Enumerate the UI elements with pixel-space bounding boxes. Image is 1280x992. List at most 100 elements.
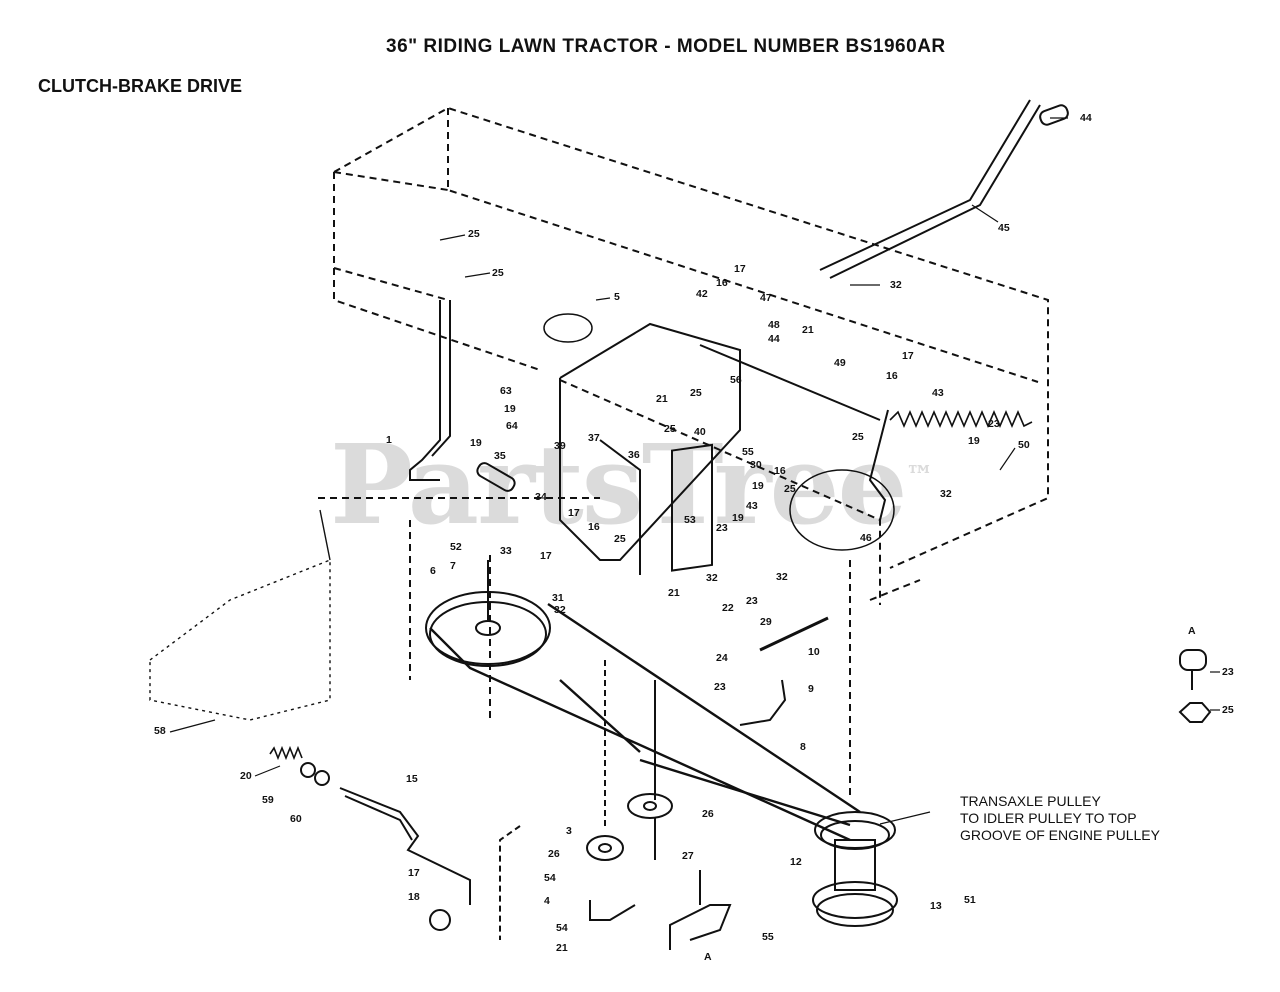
callout-21-a: 21 bbox=[802, 324, 814, 336]
diagram-title: 36" RIDING LAWN TRACTOR - MODEL NUMBER B… bbox=[386, 36, 946, 57]
callout-36: 36 bbox=[628, 449, 640, 461]
callout-47: 47 bbox=[760, 292, 772, 304]
callout-40: 40 bbox=[694, 426, 706, 438]
callout-44-b: 44 bbox=[768, 333, 780, 345]
callout-6: 6 bbox=[430, 565, 436, 577]
callout-44: 44 bbox=[1080, 112, 1092, 124]
partstree-watermark: PartsTree™ bbox=[330, 420, 934, 549]
callout-50: 50 bbox=[1018, 439, 1030, 451]
callout-25-e: 25 bbox=[664, 423, 676, 435]
callout-30: 30 bbox=[750, 459, 762, 471]
transaxle-pulley bbox=[812, 811, 898, 927]
callout-54-b: 54 bbox=[556, 922, 568, 934]
callout-35: 35 bbox=[494, 450, 506, 462]
callout-29: 29 bbox=[760, 616, 772, 628]
callout-24: 24 bbox=[716, 652, 728, 664]
callout-60: 60 bbox=[290, 813, 302, 825]
callout-22: 22 bbox=[722, 602, 734, 614]
callout-53: 53 bbox=[684, 514, 696, 526]
note-line-1: TRANSAXLE PULLEY bbox=[960, 793, 1101, 809]
callout-21-c: 21 bbox=[668, 587, 680, 599]
callout-17-e: 17 bbox=[408, 867, 420, 879]
callout-26-a: 26 bbox=[548, 848, 560, 860]
callout-32-b: 32 bbox=[940, 488, 952, 500]
callout-13: 13 bbox=[930, 900, 942, 912]
callout-19-c: 19 bbox=[470, 437, 482, 449]
callout-21-b: 21 bbox=[656, 393, 668, 405]
callout-5: 5 bbox=[614, 291, 620, 303]
callout-16-d: 16 bbox=[588, 521, 600, 533]
callout-23-b: 23 bbox=[716, 522, 728, 534]
callout-63: 63 bbox=[500, 385, 512, 397]
callout-19-b: 19 bbox=[504, 403, 516, 415]
callout-17-d: 17 bbox=[540, 550, 552, 562]
diagram-subtitle: CLUTCH-BRAKE DRIVE bbox=[38, 76, 242, 96]
callout-17-c: 17 bbox=[568, 507, 580, 519]
callout-34: 34 bbox=[535, 491, 547, 503]
callout-23-a: 23 bbox=[988, 418, 1000, 430]
callout-18: 18 bbox=[408, 891, 420, 903]
callout-20: 20 bbox=[240, 770, 252, 782]
callout-25-b: 25 bbox=[492, 267, 504, 279]
callout-9: 9 bbox=[808, 683, 814, 695]
callout-54-a: 54 bbox=[544, 872, 556, 884]
callout-51: 51 bbox=[964, 894, 976, 906]
callout-45: 45 bbox=[998, 222, 1010, 234]
callout-16-b: 16 bbox=[886, 370, 898, 382]
callout-25-f: 25 bbox=[690, 387, 702, 399]
callout-32-d: 32 bbox=[554, 604, 566, 616]
callout-16-a: 16 bbox=[716, 277, 728, 289]
callout-48: 48 bbox=[768, 319, 780, 331]
callout-23-e: 23 bbox=[1222, 666, 1234, 678]
callout-8: 8 bbox=[800, 741, 806, 753]
callout-32-c: 32 bbox=[706, 572, 718, 584]
callout-25-d: 25 bbox=[784, 483, 796, 495]
callout-42: 42 bbox=[696, 288, 708, 300]
callout-32-e: 32 bbox=[776, 571, 788, 583]
callout-59: 59 bbox=[262, 794, 274, 806]
callout-10: 10 bbox=[808, 646, 820, 658]
callout-12: 12 bbox=[790, 856, 802, 868]
note-line-2: TO IDLER PULLEY TO TOP bbox=[960, 810, 1137, 826]
callout-56: 56 bbox=[730, 374, 742, 386]
callout-4: 4 bbox=[544, 895, 550, 907]
callout-49: 49 bbox=[834, 357, 846, 369]
callout-A-top: A bbox=[1188, 625, 1196, 637]
callout-25-a: 25 bbox=[468, 228, 480, 240]
engine-sketch bbox=[149, 509, 331, 721]
callout-64: 64 bbox=[506, 420, 518, 432]
callout-15: 15 bbox=[406, 773, 418, 785]
callout-17-a: 17 bbox=[734, 263, 746, 275]
callout-23-c: 23 bbox=[746, 595, 758, 607]
callout-25-c: 25 bbox=[852, 431, 864, 443]
note-line-3: GROOVE OF ENGINE PULLEY bbox=[960, 827, 1160, 843]
callout-7: 7 bbox=[450, 560, 456, 572]
callout-A-bottom: A bbox=[704, 951, 712, 963]
callout-43-a: 43 bbox=[932, 387, 944, 399]
callout-21-d: 21 bbox=[556, 942, 568, 954]
callout-33: 33 bbox=[500, 545, 512, 557]
callout-39: 39 bbox=[554, 440, 566, 452]
callout-25-g: 25 bbox=[614, 533, 626, 545]
callout-58: 58 bbox=[154, 725, 166, 737]
callout-31: 31 bbox=[552, 592, 564, 604]
callout-43-b: 43 bbox=[746, 500, 758, 512]
callout-55-a: 55 bbox=[742, 446, 754, 458]
callout-3: 3 bbox=[566, 825, 572, 837]
bracket-plate bbox=[559, 322, 741, 575]
drive-belt bbox=[429, 603, 861, 842]
callout-16-c: 16 bbox=[774, 465, 786, 477]
engine-pulley bbox=[425, 560, 551, 667]
callout-17-b: 17 bbox=[902, 350, 914, 362]
callout-25-h: 25 bbox=[1222, 704, 1234, 716]
callout-32-top: 32 bbox=[890, 279, 902, 291]
leader-lines bbox=[169, 117, 1220, 825]
callout-37: 37 bbox=[588, 432, 600, 444]
callout-19-a: 19 bbox=[968, 435, 980, 447]
callout-23-d: 23 bbox=[714, 681, 726, 693]
callout-1: 1 bbox=[386, 434, 392, 446]
callout-27: 27 bbox=[682, 850, 694, 862]
callout-46: 46 bbox=[860, 532, 872, 544]
callout-26-b: 26 bbox=[702, 808, 714, 820]
callout-52: 52 bbox=[450, 541, 462, 553]
